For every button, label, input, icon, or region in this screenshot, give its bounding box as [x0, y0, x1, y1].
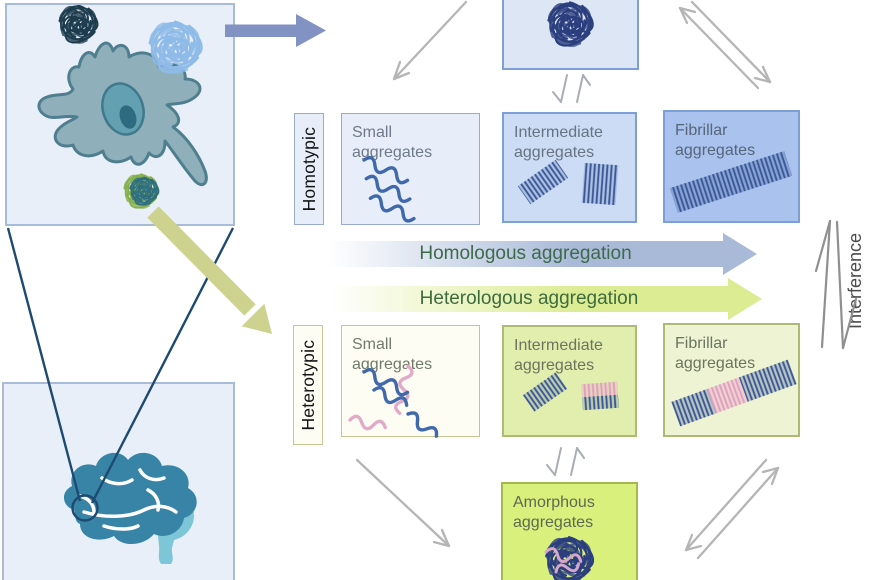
heterologous-aggregation-label: Heterologous aggregation [419, 288, 639, 309]
heterotypic-small-aggregates-title: Small aggregates [352, 336, 433, 374]
neuron-cell-illustration [37, 5, 233, 224]
heterologous-aggregation-arrow: Heterologous aggregation [330, 286, 728, 312]
homotypic-row-label-text: Homotypic [298, 126, 319, 212]
brain-illustration [63, 452, 197, 564]
heterotypic-intermediate-aggregates-title: Intermediate aggregates [514, 337, 603, 375]
arrow-topbox-to-small [392, 0, 468, 81]
homotypic-small-aggregates-box: Small aggregates [341, 113, 480, 225]
homologous-aggregation-label: Homologous aggregation [419, 243, 632, 264]
dark-teal-aggregate-tangle [51, 5, 102, 50]
homotypic-intermediate-aggregates-box: Intermediate aggregates [502, 112, 637, 223]
amorphous-aggregates-title: Amorphous aggregates [513, 494, 595, 532]
homotypic-fibrillar-aggregates-title: Fibrillar aggregates [675, 122, 756, 160]
cell-to-pathway-arrow [225, 14, 326, 47]
equilibrium-harpoon-top [552, 74, 591, 103]
cell-to-heterotypic-arrow [147, 206, 272, 334]
heterotypic-fibrillar-aggregates-box: Fibrillar aggregates [663, 323, 800, 437]
heterologous-arrowhead [728, 278, 762, 320]
cell-nucleolus [119, 105, 137, 129]
heterotypic-intermediate-aggregates-box: Intermediate aggregates [502, 325, 637, 437]
reversible-arrow-amorphous-fibrillar [684, 458, 780, 560]
homotypic-small-aggregates-title: Small aggregates [352, 124, 433, 162]
homologous-aggregation-arrow: Homologous aggregation [328, 241, 723, 267]
heterotypic-row-label-text: Heterotypic [297, 339, 318, 431]
arrow-small-to-amorphous [355, 458, 451, 548]
equilibrium-harpoon-bottom [546, 447, 585, 476]
interference-label: Interference [845, 232, 865, 330]
reversible-arrow-topbox-fibrillar [678, 0, 772, 90]
homotypic-amorphous-box [502, 0, 639, 70]
brainstem-cerebellum [158, 506, 194, 564]
homotypic-row-label: Homotypic [294, 113, 324, 225]
brain-panel [2, 382, 235, 580]
heterotypic-small-aggregates-box: Small aggregates [341, 325, 480, 437]
homotypic-intermediate-aggregates-title: Intermediate aggregates [514, 124, 603, 162]
neuron-cell-body [37, 41, 208, 187]
homotypic-fibrillar-aggregates-box: Fibrillar aggregates [663, 110, 800, 223]
heterotypic-fibrillar-aggregates-title: Fibrillar aggregates [675, 335, 756, 373]
heterotypic-row-label: Heterotypic [293, 325, 323, 445]
homologous-arrowhead [723, 233, 757, 275]
heterotypic-amorphous-aggregates-box: Amorphous aggregates [501, 482, 638, 580]
neuron-cell-panel [5, 3, 235, 226]
